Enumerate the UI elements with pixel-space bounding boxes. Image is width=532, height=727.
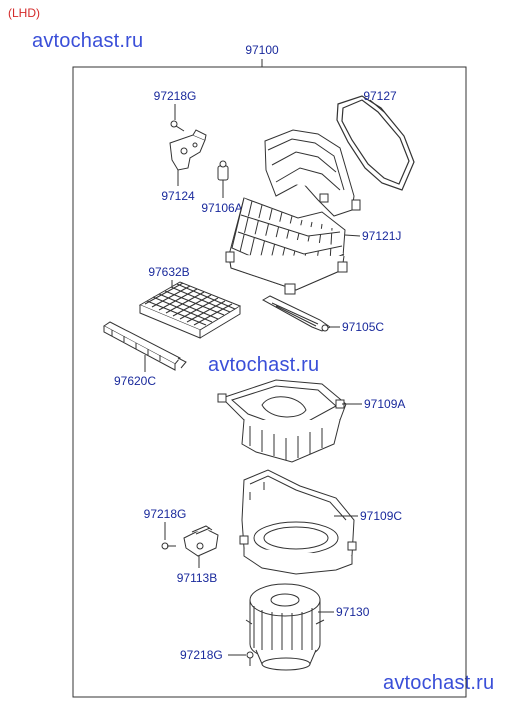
bolt-mid-icon	[161, 542, 176, 550]
label-bolt-bottom: 97218G	[180, 648, 223, 662]
label-bolt-top: 97218G	[154, 89, 197, 103]
label-filter-cover: 97620C	[114, 374, 156, 388]
label-bolt-mid: 97218G	[144, 507, 187, 521]
label-upper-case: 97109A	[364, 397, 405, 411]
label-door: 97105C	[342, 320, 384, 334]
intake-case-icon	[225, 129, 361, 295]
variant-label: (LHD)	[8, 6, 40, 20]
label-lower-case: 97109C	[360, 509, 402, 523]
label-bracket: 97124	[161, 189, 195, 203]
label-seal: 97127	[363, 89, 397, 103]
resistor-icon	[183, 525, 219, 557]
filter-icon	[138, 281, 242, 339]
blower-motor-icon	[245, 583, 325, 671]
lower-case-icon	[239, 469, 357, 575]
bolt-bottom-icon	[246, 651, 254, 666]
watermark-middle: avtochast.ru	[208, 354, 320, 376]
door-icon	[261, 295, 331, 332]
leader-intake-case	[344, 234, 361, 237]
upper-case-icon	[217, 379, 347, 463]
leader-seal	[369, 99, 385, 113]
assembly-number: 97100	[245, 43, 279, 57]
bracket-icon	[169, 129, 207, 171]
bolt-top-icon	[170, 120, 185, 132]
label-resistor: 97113B	[177, 571, 217, 585]
filter-cover-icon	[103, 321, 187, 371]
label-blower-motor: 97130	[336, 605, 370, 619]
label-intake-case: 97121J	[362, 229, 401, 243]
actuator-icon	[217, 160, 229, 186]
label-filter: 97632B	[148, 265, 189, 279]
assembly-frame	[72, 66, 467, 698]
label-actuator: 97106A	[201, 201, 242, 215]
watermark-top: avtochast.ru	[32, 30, 144, 52]
